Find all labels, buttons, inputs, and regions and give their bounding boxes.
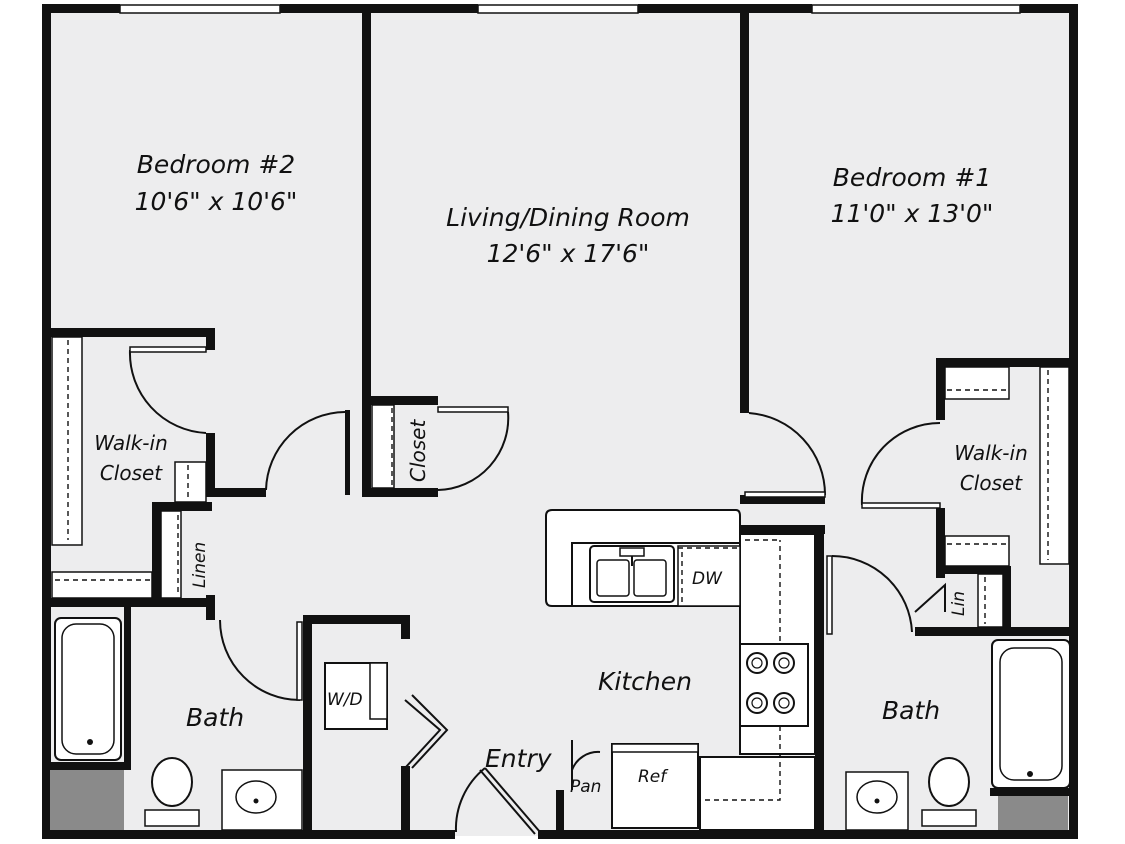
pan-label: Pan bbox=[570, 777, 601, 797]
kitchen-label: Kitchen bbox=[598, 667, 692, 696]
ref-label: Ref bbox=[638, 767, 669, 787]
walkin-right-line1: Walk-in bbox=[954, 441, 1028, 465]
bedroom1-size: 11'0" x 13'0" bbox=[831, 199, 994, 228]
walkin-left-line2: Closet bbox=[100, 461, 163, 485]
washer-dryer: W/D bbox=[324, 662, 388, 730]
wd-label: W/D bbox=[327, 690, 363, 710]
right-bath-fixtures bbox=[845, 639, 1071, 831]
bath-left-label: Bath bbox=[186, 703, 244, 732]
walkin-left-line1: Walk-in bbox=[94, 431, 168, 455]
entry-label: Entry bbox=[485, 744, 553, 773]
kitchen-sink-icon bbox=[589, 545, 675, 603]
interior-walls bbox=[45, 8, 1078, 835]
refrigerator: Ref bbox=[611, 743, 699, 829]
bedroom2-size: 10'6" x 10'6" bbox=[135, 187, 298, 216]
linen-label: Linen bbox=[190, 542, 210, 588]
walkin-right-line2: Closet bbox=[960, 471, 1023, 495]
exterior-walls bbox=[42, 4, 1078, 839]
closet-shelves bbox=[51, 336, 1070, 628]
bedroom1-name: Bedroom #1 bbox=[833, 163, 991, 192]
closet-label: Closet bbox=[406, 419, 430, 482]
bedroom2-name: Bedroom #2 bbox=[137, 150, 295, 179]
lin-label: Lin bbox=[949, 591, 969, 616]
living-size: 12'6" x 17'6" bbox=[487, 239, 650, 268]
living-name: Living/Dining Room bbox=[446, 203, 690, 232]
bath-right-label: Bath bbox=[882, 696, 940, 725]
doors bbox=[128, 346, 946, 835]
dw-label: DW bbox=[692, 569, 723, 589]
dishwasher: DW bbox=[677, 545, 741, 607]
floor-area bbox=[45, 8, 1075, 836]
left-bath-fixtures bbox=[50, 617, 303, 831]
windows bbox=[119, 4, 1021, 14]
stove-icon bbox=[739, 643, 809, 727]
